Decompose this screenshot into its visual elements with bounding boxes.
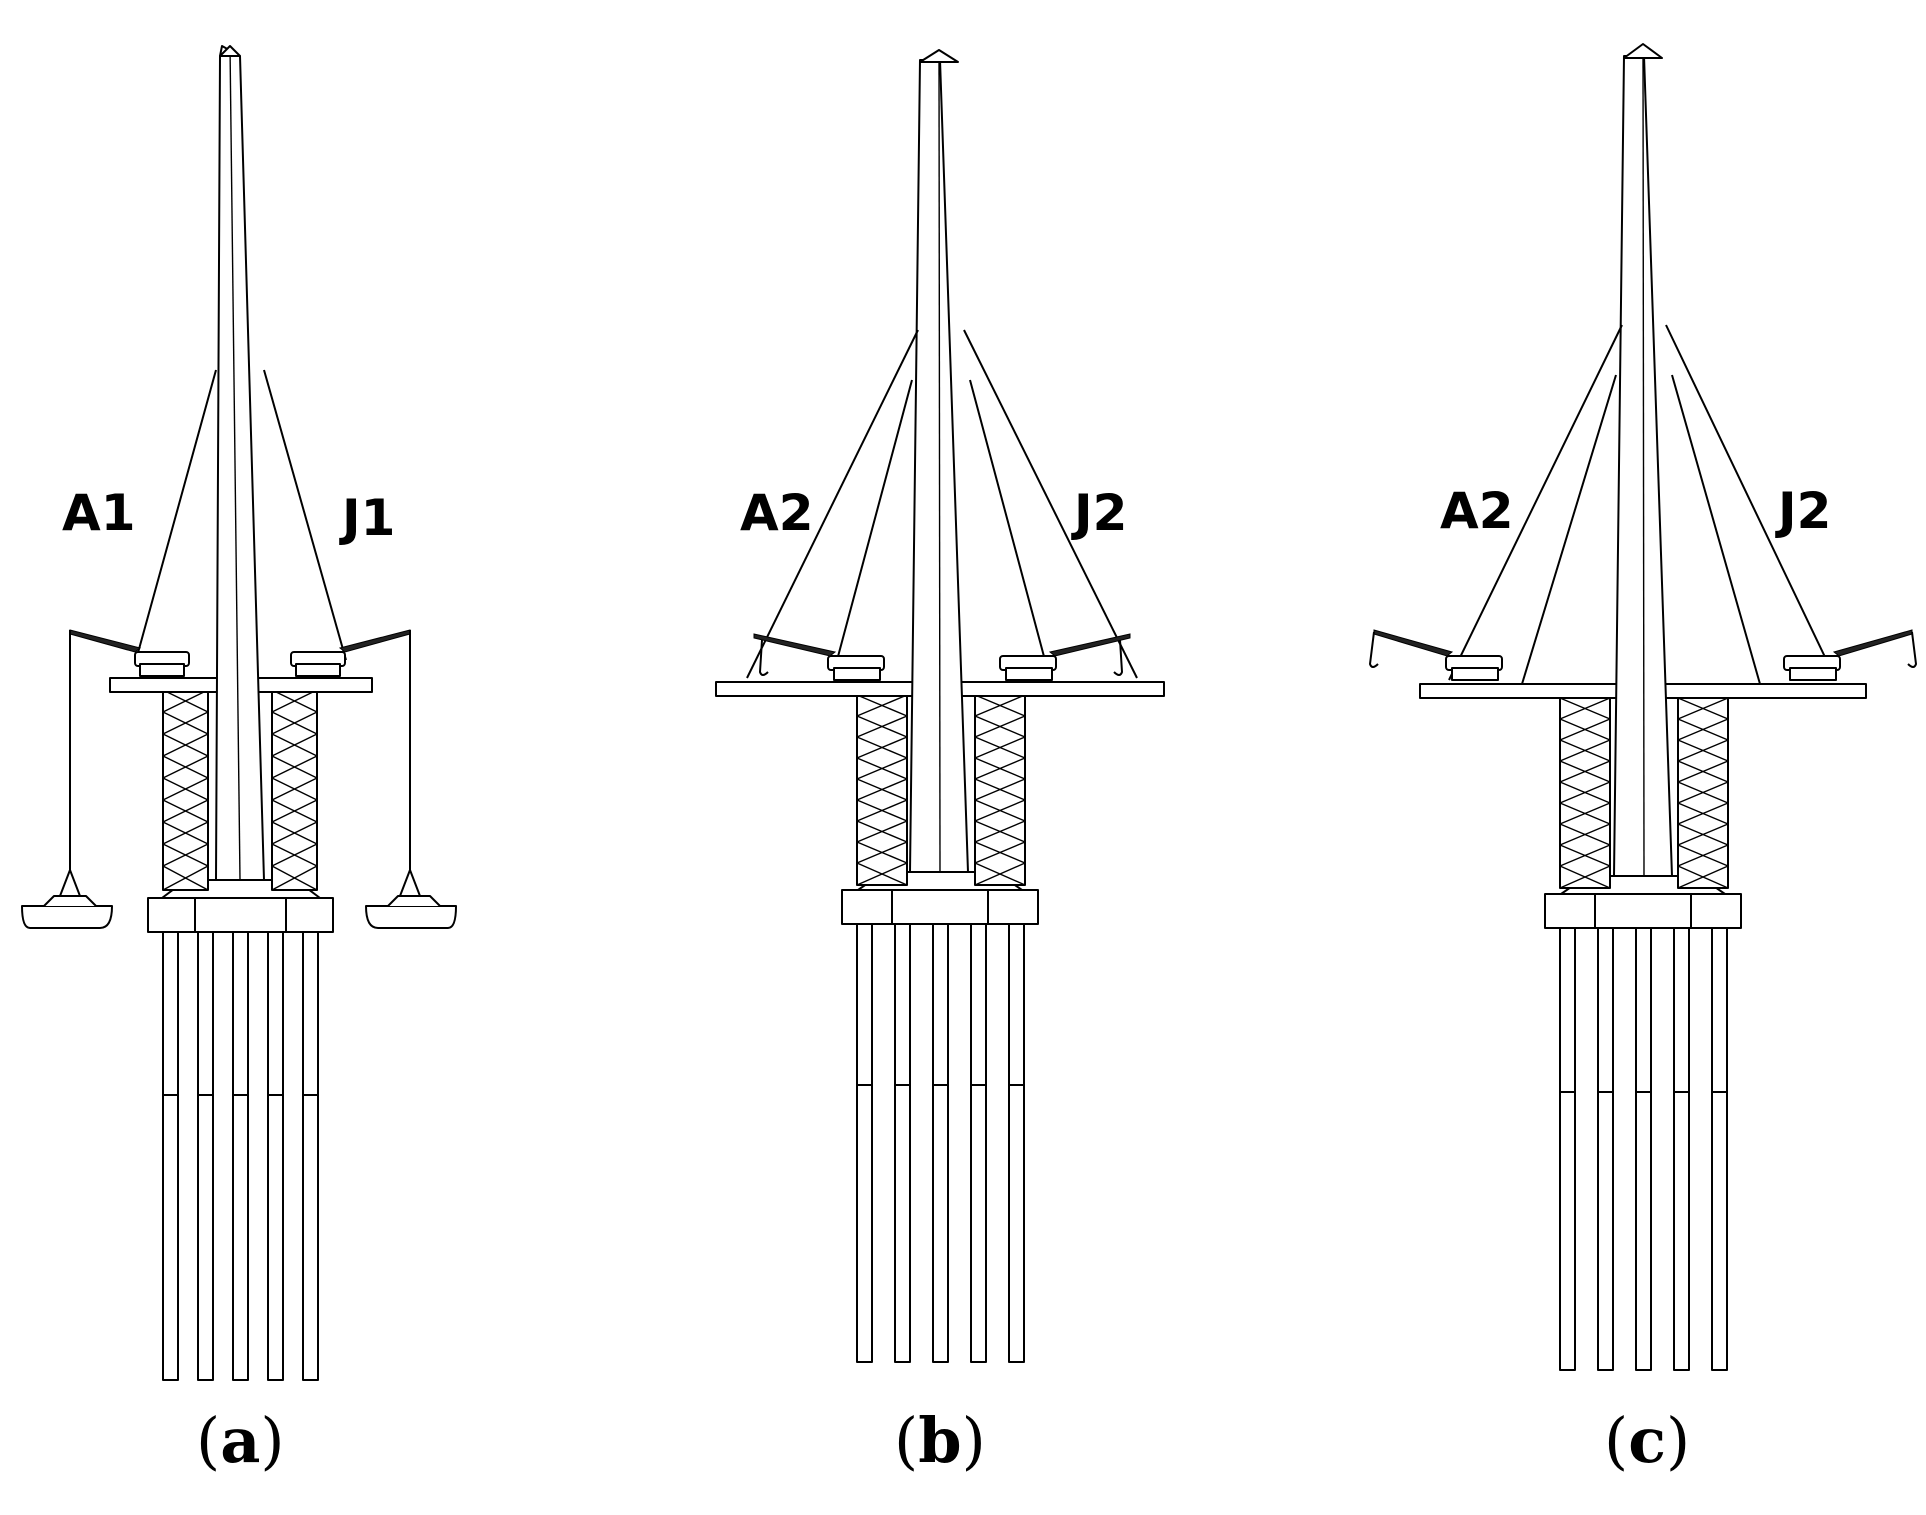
panel-caption-a: (a) xyxy=(196,1404,285,1477)
cable-label-left-b: A2 xyxy=(740,484,814,542)
deck-crane-left-b xyxy=(753,633,885,681)
steel-truss-left-b xyxy=(856,694,908,886)
cable-label-right-a: J1 xyxy=(339,489,395,547)
panel-b: A2 J2 (b) xyxy=(715,49,1165,1477)
stay-cables-a xyxy=(135,369,347,661)
steel-truss-left-a xyxy=(162,689,209,891)
cable-label-left-a: A1 xyxy=(62,484,136,542)
deck-crane-right-c xyxy=(1783,629,1917,681)
barge-left-a xyxy=(21,869,113,929)
cable-label-right-b: J2 xyxy=(1071,484,1127,542)
panel-caption-b: (b) xyxy=(894,1404,986,1477)
panel-caption-c: (c) xyxy=(1604,1404,1690,1477)
deck-crane-right-b xyxy=(999,633,1131,681)
pylon-tower-c xyxy=(1613,43,1673,877)
steel-truss-right-c xyxy=(1677,697,1729,889)
panel-a: A1 J1 (a) xyxy=(21,45,457,1477)
stay-cables-c xyxy=(1448,324,1837,685)
cable-label-left-c: A2 xyxy=(1440,482,1514,540)
pile-group-b xyxy=(856,921,1025,1363)
pylon-tower-a xyxy=(215,45,265,881)
cable-label-right-c: J2 xyxy=(1775,482,1831,540)
pile-group-a xyxy=(162,929,319,1381)
stay-cables-b xyxy=(746,329,1138,679)
pylon-tower-b xyxy=(909,49,969,873)
pile-group-c xyxy=(1559,925,1728,1371)
steel-truss-right-b xyxy=(974,694,1026,886)
deck-crane-left-c xyxy=(1369,629,1503,681)
deck-crane-left-a xyxy=(69,629,190,870)
barge-right-a xyxy=(365,869,457,929)
steel-truss-right-a xyxy=(271,689,318,891)
deck-crane-right-a xyxy=(290,629,411,870)
steel-truss-left-c xyxy=(1559,697,1611,889)
panel-c: A2 J2 (c) xyxy=(1369,43,1917,1477)
